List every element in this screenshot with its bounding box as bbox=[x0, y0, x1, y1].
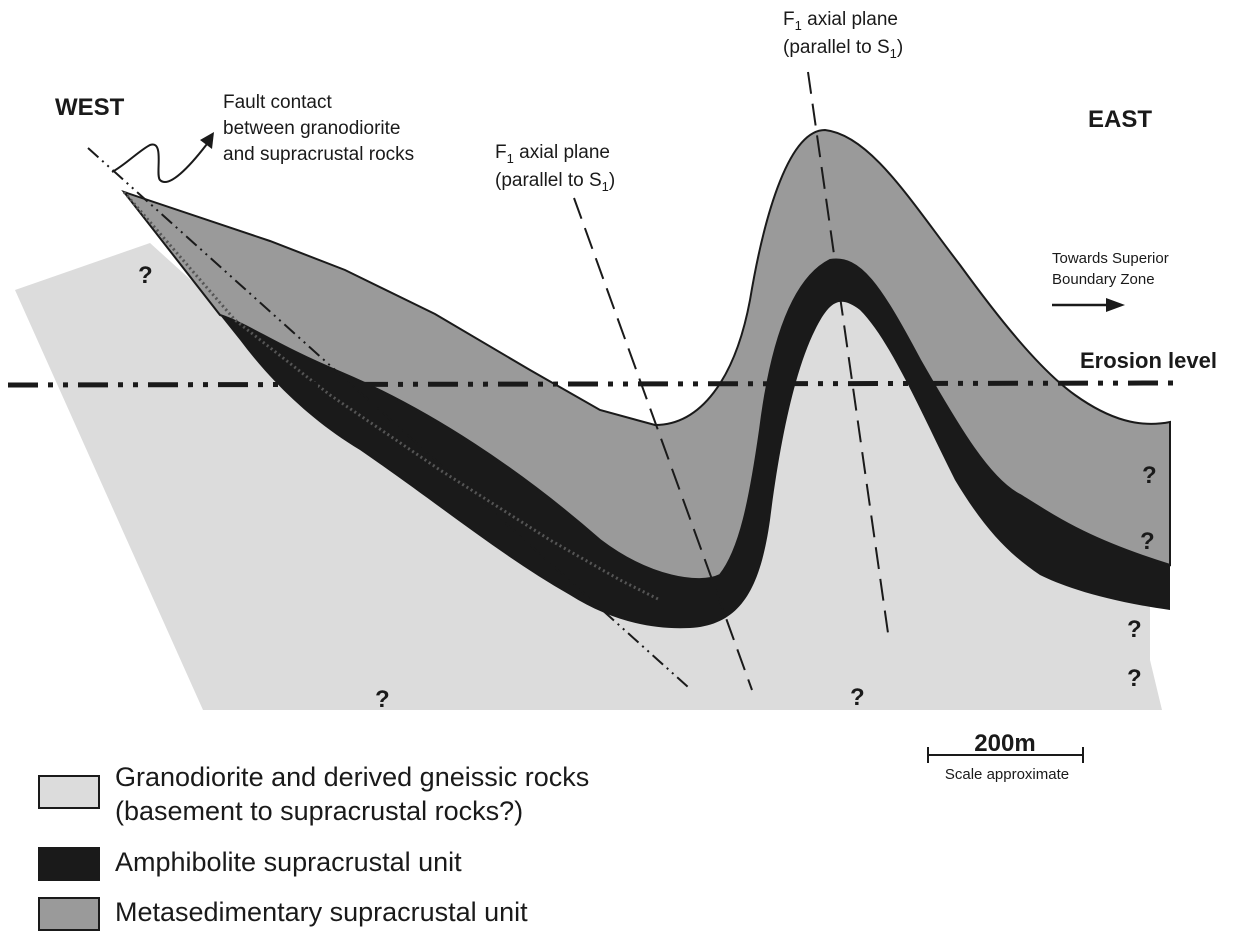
question-mark: ? bbox=[1140, 528, 1155, 555]
question-mark: ? bbox=[1127, 616, 1142, 643]
fault-label-line1: Fault contact bbox=[223, 92, 332, 113]
towards-label-line1: Towards Superior bbox=[1052, 250, 1169, 267]
amphibolite-unit bbox=[220, 259, 1170, 629]
axial-plane-1-line bbox=[573, 197, 753, 691]
erosion-level-label: Erosion level bbox=[1080, 348, 1217, 373]
legend-label-metasedimentary: Metasedimentary supracrustal unit bbox=[115, 897, 528, 927]
legend-label-granodiorite-line2: (basement to supracrustal rocks?) bbox=[115, 796, 524, 826]
question-mark: ? bbox=[375, 686, 390, 713]
legend-swatch-metasedimentary bbox=[38, 897, 100, 931]
scale-note: Scale approximate bbox=[945, 766, 1069, 783]
legend-label-amphibolite: Amphibolite supracrustal unit bbox=[115, 847, 462, 877]
question-mark: ? bbox=[850, 684, 865, 711]
scale-value: 200m bbox=[974, 730, 1035, 757]
fault-pointer-arrowhead bbox=[200, 132, 214, 149]
west-label: WEST bbox=[55, 94, 125, 121]
granodiorite-basement bbox=[15, 243, 1170, 710]
question-mark: ? bbox=[1127, 665, 1142, 692]
towards-arrowhead bbox=[1106, 298, 1125, 312]
axial-plane-1-label-line1: F1 axial plane bbox=[495, 142, 610, 166]
erosion-level-line bbox=[7, 380, 1179, 388]
legend-swatch-amphibolite bbox=[38, 847, 100, 881]
legend-swatch-granodiorite bbox=[38, 775, 100, 809]
question-mark: ? bbox=[138, 262, 153, 289]
metasedimentary-unit bbox=[121, 128, 1171, 581]
fault-label-line3: and supracrustal rocks bbox=[223, 144, 414, 165]
axial-plane-2-label-line2: (parallel to S1) bbox=[783, 37, 903, 61]
legend-label-granodiorite-line1: Granodiorite and derived gneissic rocks bbox=[115, 762, 590, 792]
axial-plane-2-label-line1: F1 axial plane bbox=[783, 9, 898, 33]
towards-label-line2: Boundary Zone bbox=[1052, 271, 1155, 288]
east-label: EAST bbox=[1088, 106, 1152, 133]
axial-plane-1-label-line2: (parallel to S1) bbox=[495, 170, 615, 194]
fault-contact-line bbox=[87, 147, 689, 688]
fault-label-line2: between granodiorite bbox=[223, 118, 400, 139]
fault-pointer-arrow bbox=[111, 139, 211, 183]
question-mark: ? bbox=[1142, 462, 1157, 489]
